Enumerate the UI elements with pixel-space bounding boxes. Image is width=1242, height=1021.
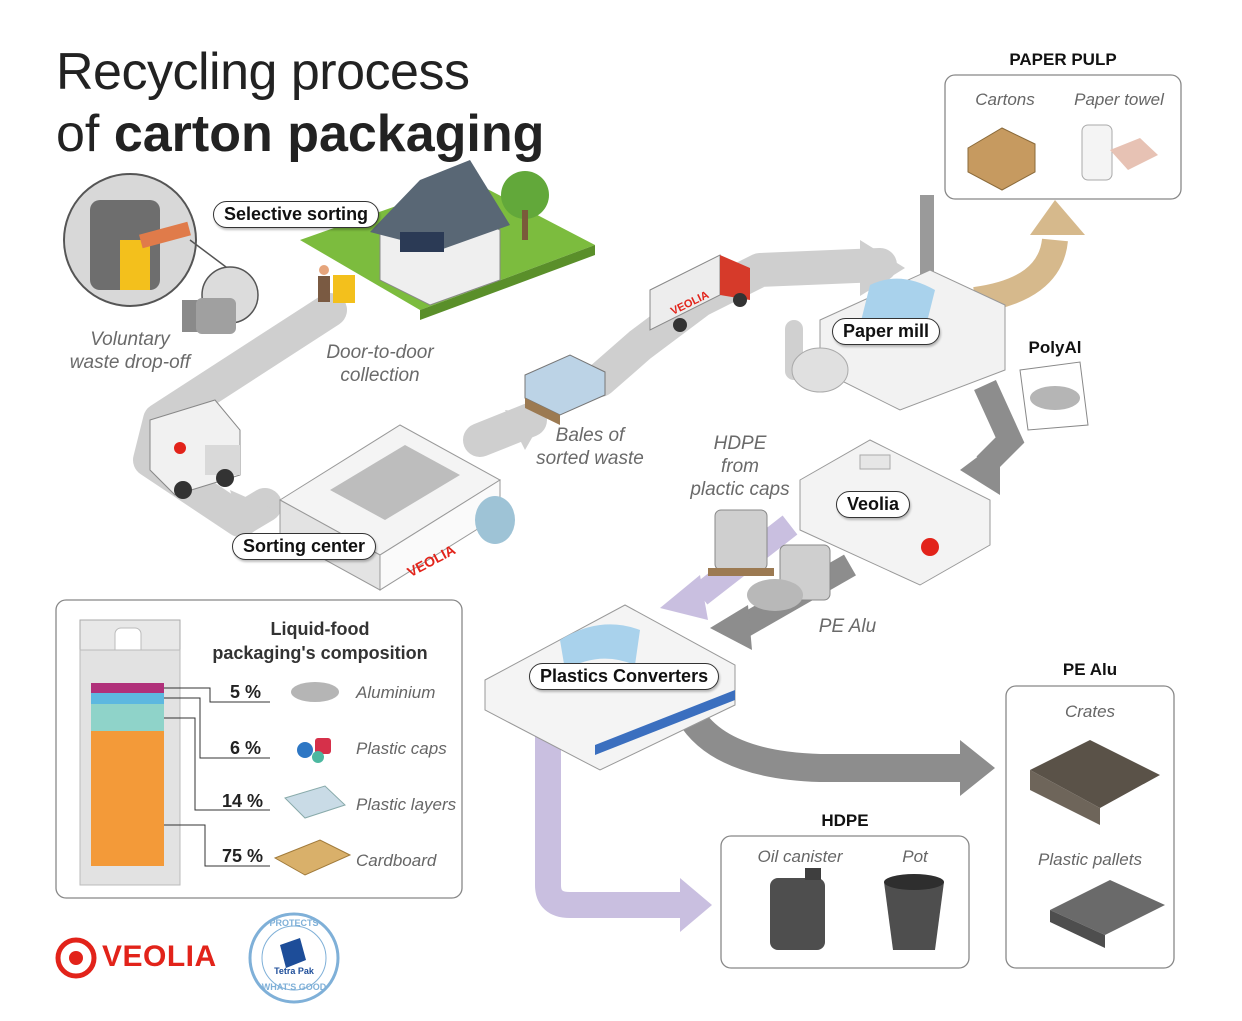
selective-sorting-label: Selective sorting: [213, 201, 380, 228]
bales-label: Bales of sorted waste: [536, 425, 644, 469]
hdpe-item: Oil canister: [757, 847, 843, 866]
tetra-pak-brand: Tetra Pak: [274, 966, 314, 976]
polyal-label: PolyAl: [1028, 338, 1082, 357]
converter-to-pealu-arrow: [678, 707, 960, 782]
layer-cardboard: [91, 731, 164, 866]
composition-label: Aluminium: [356, 683, 436, 702]
polyal-arrow-head: [960, 440, 1000, 495]
flow-arrow-head: [505, 410, 545, 450]
composition-pct: 75 %: [222, 846, 264, 866]
voluntary-drop-off-label: Voluntary waste drop-off: [69, 329, 191, 373]
mill-chimney: [920, 195, 934, 285]
pulp-arrow: [973, 237, 1068, 313]
composition-label: Plastic caps: [356, 739, 447, 758]
pe-alu-flow-label: PE Alu: [818, 616, 877, 637]
crates-icon: [1030, 740, 1160, 808]
aluminium-icon: [291, 682, 339, 702]
door-to-door-label: Door-to-door collection: [326, 342, 434, 386]
paper-pulp-item: Paper towel: [1074, 90, 1164, 109]
composition-pct: 14 %: [222, 791, 264, 811]
layer-plastic-layers: [91, 704, 164, 731]
page-title-line1: Recycling process: [56, 43, 470, 101]
converter-to-hdpe-arrow-head: [680, 878, 712, 932]
pe-alu-item: Plastic pallets: [1038, 850, 1142, 869]
pe-alu-title: PE Alu: [1062, 660, 1118, 679]
hdpe-caps-arrow-head: [660, 575, 708, 620]
converter-to-hdpe-arrow: [535, 735, 680, 918]
page-title-line2: of carton packaging: [56, 104, 544, 164]
plastics-converters-label: Plastics Converters: [529, 663, 720, 690]
pallet-icon: [1050, 880, 1165, 935]
yellow-bin: [333, 275, 355, 303]
pe-alu-item: Crates: [1064, 702, 1116, 721]
layer-plastic-caps: [91, 693, 164, 704]
paper-towel-icon: [1081, 124, 1113, 181]
pulp-arrow-head: [1030, 200, 1085, 235]
paper-mill-label: Paper mill: [832, 318, 941, 345]
oil-canister-icon: [770, 878, 825, 950]
hdpe-item: Pot: [902, 847, 928, 866]
flow-arrow-head: [230, 490, 275, 540]
sorting-center-label: Sorting center: [232, 533, 377, 560]
composition-pct: 5 %: [230, 682, 262, 702]
flow-arrow-head: [860, 240, 905, 296]
pealu-flow-arrow-head: [710, 605, 752, 650]
hdpe-from-caps-label: HDPE from plactic caps: [690, 433, 790, 500]
composition-pct: 6 %: [230, 738, 262, 758]
polyal-icon: [1030, 386, 1080, 410]
veolia-logo-text: VEOLIA: [102, 940, 217, 973]
layer-aluminium: [91, 683, 164, 693]
page-title-bold: carton packaging: [113, 105, 545, 163]
tetra-pak-top-text: PROTECTS: [269, 918, 319, 928]
composition-title: Liquid-food packaging's composition: [212, 619, 428, 663]
composition-label: Cardboard: [356, 851, 437, 870]
cardboard-icon: [273, 839, 352, 876]
carton-box-icon: [967, 127, 1036, 191]
pot-icon: [884, 882, 944, 950]
paper-pulp-item: Cartons: [975, 90, 1035, 109]
page-title-prefix: of: [56, 105, 114, 163]
converter-to-pealu-arrow-head: [960, 740, 995, 796]
veolia-plant-label: Veolia: [836, 491, 911, 518]
composition-label: Plastic layers: [356, 795, 457, 814]
tree: [501, 171, 549, 219]
plastic-layers-icon: [284, 785, 346, 819]
house-roof: [370, 160, 510, 250]
hdpe-title: HDPE: [821, 811, 869, 830]
tetra-pak-bottom-text: WHAT'S GOOD: [261, 982, 327, 992]
hdpe-big-bag: [714, 509, 768, 571]
veolia-logo-mark: [55, 937, 97, 979]
paper-pulp-title: PAPER PULP: [1009, 50, 1117, 69]
plastic-caps-icon: [297, 742, 313, 758]
